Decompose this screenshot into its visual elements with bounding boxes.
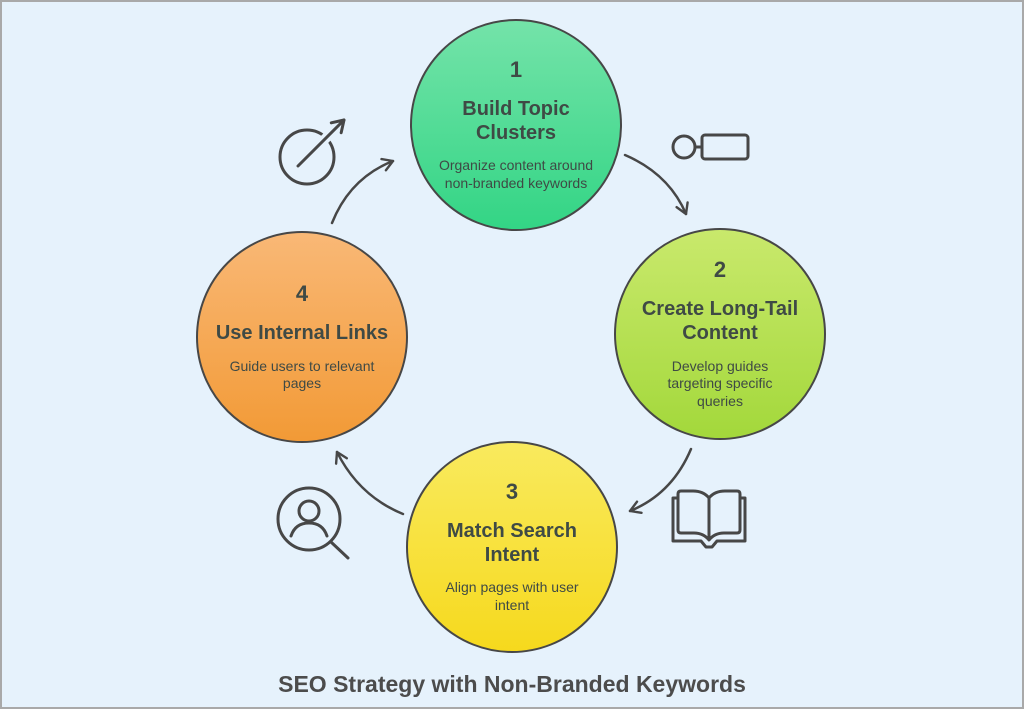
step-circle-3: 3 Match Search Intent Align pages with u…	[406, 441, 618, 653]
trend-arrow-icon	[260, 102, 360, 192]
step-description: Guide users to relevant pages	[229, 357, 375, 392]
step-number: 3	[505, 479, 519, 505]
step-number: 1	[509, 57, 523, 83]
step-circle-4: 4 Use Internal Links Guide users to rele…	[196, 231, 408, 443]
step-description: Align pages with user intent	[445, 579, 579, 614]
step-circle-2: 2 Create Long-Tail Content Develop guide…	[614, 228, 826, 440]
step-number: 2	[713, 257, 727, 283]
step-description: Organize content around non-branded keyw…	[438, 157, 594, 192]
step-heading: Create Long-Tail Content	[641, 298, 799, 345]
step-heading: Build Topic Clusters	[462, 98, 570, 144]
open-book-icon	[670, 484, 748, 554]
user-search-icon	[272, 484, 358, 564]
step-number: 4	[295, 281, 309, 307]
step-heading: Match Search Intent	[446, 520, 578, 566]
keyword-tag-icon	[668, 120, 760, 172]
step-heading: Use Internal Links	[215, 322, 389, 345]
step-description: Develop guides targeting specific querie…	[667, 357, 773, 409]
diagram-title: SEO Strategy with Non-Branded Keywords	[278, 671, 746, 697]
step-circle-1: 1 Build Topic Clusters Organize content …	[410, 19, 622, 231]
